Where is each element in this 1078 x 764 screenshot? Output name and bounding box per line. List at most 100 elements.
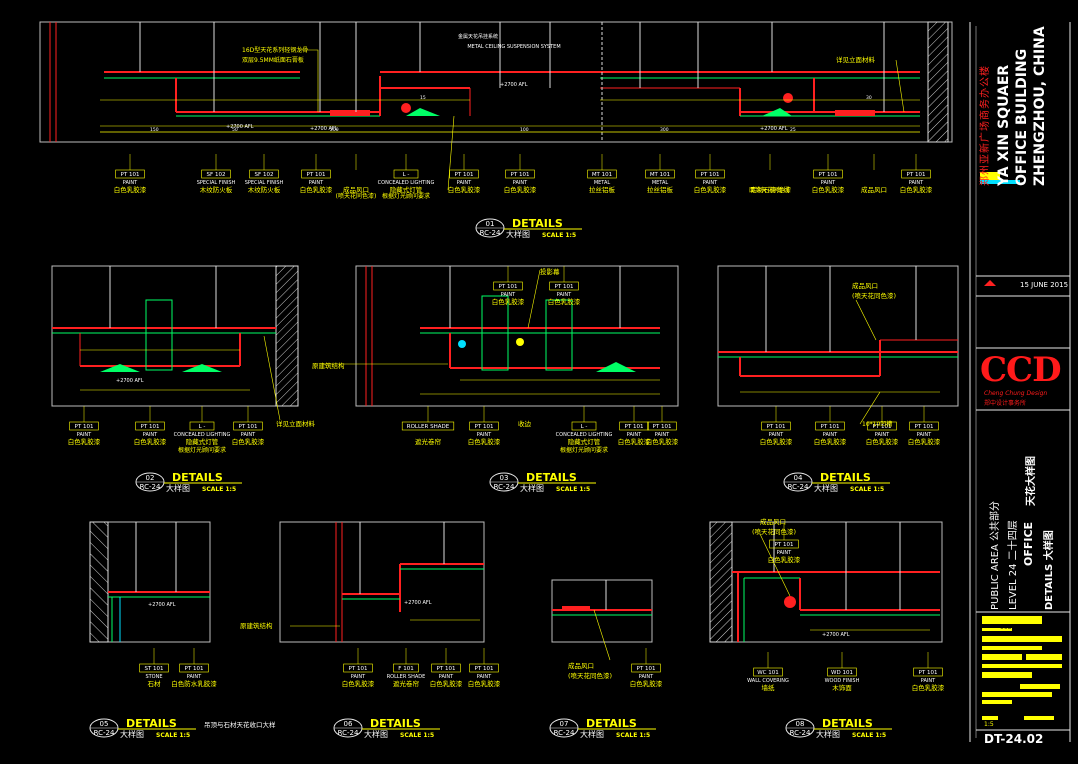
elevation-mark: +2700 AFL — [226, 124, 254, 130]
frame-detail-08 — [709, 521, 943, 643]
detail-04-geometry — [718, 266, 958, 393]
material-label: WOOD FINISH — [825, 678, 860, 684]
material-cn: 白色乳胶漆 — [646, 437, 679, 446]
dimension-value: 30 — [866, 95, 872, 101]
material-label: PAINT — [187, 674, 202, 680]
detail-ref: RC-24 — [480, 229, 501, 237]
detail-ref: RC-24 — [554, 729, 575, 737]
dimension-value: 25 — [790, 127, 796, 133]
material-label: CONCEALED LIGHTING — [174, 432, 231, 438]
material-code: PT 101 — [437, 666, 456, 672]
top-note: 成品风口 — [852, 281, 878, 290]
detail-01-geometry — [49, 21, 949, 143]
elevation-mark: +2700 AFL — [500, 82, 528, 88]
detail-subtitle: 大样图 — [814, 483, 838, 493]
material-cn: 墙纸 — [762, 683, 776, 692]
material-label: PAINT — [921, 678, 936, 684]
elevation-mark: +2700 AFL — [116, 378, 144, 384]
material-label: PAINT — [143, 432, 158, 438]
material-cn: 白色乳胶漆 — [768, 555, 801, 564]
material-label: PAINT — [769, 432, 784, 438]
material-code: PT 101 — [349, 666, 368, 672]
frame-detail-01 — [39, 21, 953, 143]
issue-date: 15 JUNE 2015 — [1020, 281, 1069, 289]
material-label: PAINT — [917, 432, 932, 438]
left-note: (喷天花同色漆) — [568, 671, 612, 680]
material-code: PT 101 — [475, 666, 494, 672]
detail-subtitle: 大样图 — [816, 729, 840, 739]
frame-detail-04 — [717, 265, 959, 407]
detail-05-geometry — [89, 521, 210, 643]
material-label: SPECIAL FINISH — [245, 180, 284, 186]
drawing-scale: 1:5 — [984, 721, 994, 728]
detail-ref: RC-24 — [94, 729, 115, 737]
material-code: L - — [581, 424, 588, 430]
top-note: 成品风口 — [760, 517, 786, 526]
material-cn: 白色乳胶漆 — [300, 185, 333, 194]
right-note: 详见立面材料 — [276, 419, 316, 428]
title-block-frame — [969, 22, 1071, 742]
detail-scale: SCALE 1:5 — [156, 732, 190, 739]
material-label: PAINT — [123, 180, 138, 186]
material-cn: 白色乳胶漆 — [448, 185, 481, 194]
material-label: PAINT — [627, 432, 642, 438]
elevation-mark: +2700 AFL — [760, 126, 788, 132]
material-cn: 白色防水乳胶漆 — [171, 679, 217, 688]
project-name-en-3: ZHENGZHOU, CHINA — [1032, 26, 1048, 186]
detail-scale: SCALE 1:5 — [616, 732, 650, 739]
material-label: PAINT — [823, 432, 838, 438]
project-name-en-2: OFFICE BUILDING — [1014, 48, 1030, 186]
material-label: PAINT — [351, 674, 366, 680]
material-label: PAINT — [557, 292, 572, 298]
material-code: PT 101 — [915, 424, 934, 430]
elevation-mark: +2700 AFL — [310, 126, 338, 132]
material-cn: 白色乳胶漆 — [492, 297, 525, 306]
material-label: PAINT — [875, 432, 890, 438]
material-cn: 拉丝铝板 — [589, 185, 616, 194]
material-cn: 木纹防火板 — [248, 185, 281, 194]
ccd-logo: CCD — [980, 350, 1062, 390]
top-note: (喷天花同色漆) — [752, 527, 796, 536]
detail-number: 08 — [796, 720, 805, 728]
material-cn: 白色乳胶漆 — [134, 437, 167, 446]
material-code: PT 101 — [555, 284, 574, 290]
material-code: PT 101 — [919, 670, 938, 676]
material-code: PT 101 — [637, 666, 656, 672]
material-cn: 成品风口 — [343, 185, 369, 194]
material-code: PT 101 — [121, 172, 140, 178]
frame-detail-02 — [51, 265, 299, 407]
material-label: METAL — [652, 180, 669, 186]
sheet-number: DT-24.02 — [984, 732, 1044, 746]
material-code: ST 101 — [144, 666, 163, 672]
frame-detail-03 — [355, 265, 679, 407]
material-code: PT 101 — [307, 172, 326, 178]
detail-number: 07 — [560, 720, 569, 728]
material-code: F 101 — [398, 666, 413, 672]
material-cn: 木纹防火板 — [200, 185, 233, 194]
detail-number: 05 — [100, 720, 109, 728]
material-label: PAINT — [703, 180, 718, 186]
extra-note: 根据灯光顾问要求 — [382, 192, 430, 200]
material-code: PT 101 — [239, 424, 258, 430]
material-cn: 白色乳胶漆 — [468, 679, 501, 688]
detail-title: DETAILS — [126, 717, 177, 730]
detail-number: 06 — [344, 720, 353, 728]
material-label: PAINT — [477, 432, 492, 438]
material-code: MT 101 — [650, 172, 670, 178]
material-label: PAINT — [501, 292, 516, 298]
dimension-value: 100 — [520, 127, 529, 133]
material-label: PAINT — [439, 674, 454, 680]
detail-ref: RC-24 — [790, 729, 811, 737]
material-cn: 白色乳胶漆 — [114, 185, 147, 194]
note: 收边 — [518, 419, 532, 428]
material-code: PT 101 — [141, 424, 160, 430]
dimension-value: 15 — [420, 95, 426, 101]
leader-lines — [263, 49, 905, 661]
material-cn: 白色乳胶漆 — [812, 185, 845, 194]
detail-subtitle: 大样图 — [580, 729, 604, 739]
top-note: 金属天花吊挂系统 — [458, 33, 498, 40]
detail-title: DETAILS — [172, 471, 223, 484]
left-note: 16D型天花系列轻钢龙骨 — [242, 46, 308, 54]
top-note: (喷天花同色漆) — [852, 291, 896, 300]
